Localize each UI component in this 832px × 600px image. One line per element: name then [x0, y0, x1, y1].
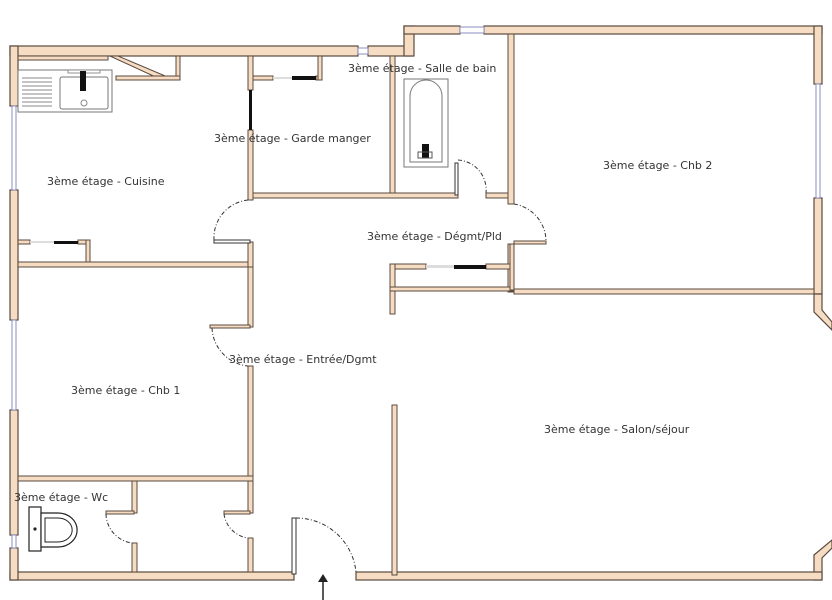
room-label-garde-manger: 3ème étage - Garde manger [214, 132, 371, 145]
room-label-entree-dgmt: 3ème étage - Entrée/Dgmt [229, 353, 377, 366]
room-label-wc: 3ème étage - Wc [14, 491, 109, 504]
room-label-salon-sejour: 3ème étage - Salon/séjour [544, 423, 690, 436]
sink-icon [17, 69, 113, 113]
room-label-cuisine: 3ème étage - Cuisine [47, 175, 165, 188]
room-label-degmt-pld: 3ème étage - Dégmt/Pld [367, 230, 502, 243]
windows [11, 26, 821, 549]
bathtub-icon [403, 78, 449, 168]
room-label-salle-de-bain: 3ème étage - Salle de bain [348, 62, 497, 75]
openings [30, 76, 486, 269]
room-label-chb1: 3ème étage - Chb 1 [71, 384, 181, 397]
doors [105, 159, 547, 575]
toilet-icon [28, 506, 78, 552]
room-label-chb2: 3ème étage - Chb 2 [603, 159, 713, 172]
arrow-up-icon [318, 574, 328, 600]
